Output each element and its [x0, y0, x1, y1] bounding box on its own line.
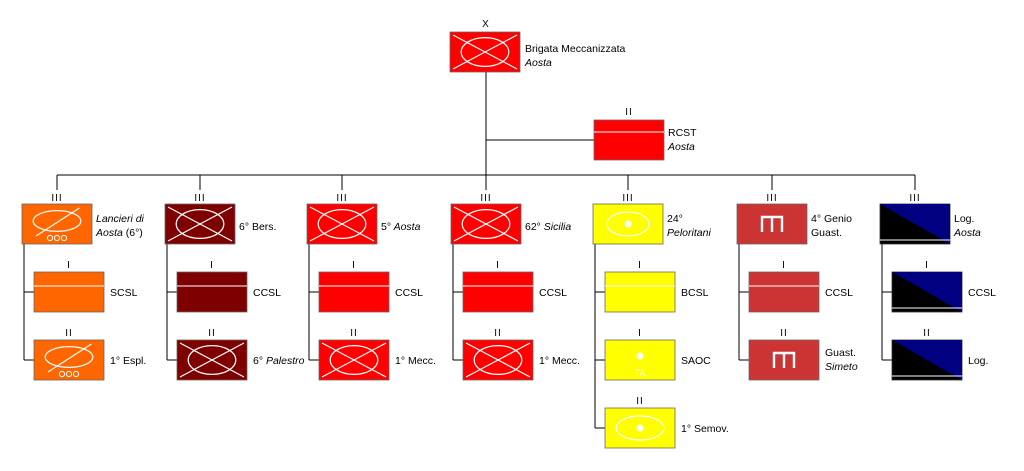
regiment-2-label: 6° Bers. [239, 221, 277, 233]
regiment-6-child-2-label: Guast.Simeto [825, 347, 858, 374]
artillery-icon [606, 211, 650, 237]
regiment-6-child-2-echelon: II [780, 328, 788, 339]
regiment-6-child-1-symbol[interactable] [748, 271, 820, 313]
self-propelled-artillery-icon [615, 415, 665, 441]
regiment-5-child-3-label: 1° Semov. [681, 423, 729, 435]
engineer-icon [772, 351, 796, 368]
regiment-4-child-1-symbol[interactable] [462, 271, 534, 313]
regiment-3-child-1-symbol[interactable] [318, 271, 390, 313]
regiment-5-child-2-label: SAOC [681, 355, 711, 367]
infantry-icon [167, 206, 233, 242]
regiment-5-symbol[interactable] [592, 203, 664, 245]
regiment-3-child-2-label: 1° Mecc. [395, 355, 436, 367]
regiment-5-echelon: III [622, 193, 633, 204]
infantry-icon [309, 206, 375, 242]
hq-unit-symbol[interactable] [593, 119, 665, 161]
brigade-symbol[interactable] [449, 31, 521, 73]
regiment-3-child-2-echelon: II [350, 328, 358, 339]
regiment-5-label: 24°Peloritani [667, 213, 711, 240]
infantry-icon [465, 342, 531, 378]
regiment-2-child-1-echelon: I [210, 260, 214, 271]
regiment-7-child-2-label: Log. [968, 355, 989, 367]
regiment-3-label: 5° Aosta [381, 221, 421, 233]
regiment-1-child-1-echelon: I [67, 260, 71, 271]
regiment-1-child-1-label: SCSL [110, 287, 138, 299]
regiment-2-child-1-symbol[interactable] [176, 271, 248, 313]
regiment-7-child-1-label: CCSL [968, 287, 997, 299]
regiment-1-child-2-label: 1° Espl. [110, 355, 147, 367]
regiment-6-child-1-echelon: I [782, 260, 786, 271]
regiment-2-child-2-echelon: II [208, 328, 216, 339]
regiment-6-child-2-symbol[interactable] [748, 339, 820, 381]
regiment-3-child-1-label: CCSL [395, 287, 424, 299]
regiment-5-child-3-symbol[interactable] [604, 407, 676, 449]
regiment-3-echelon: III [336, 193, 347, 204]
regiment-7-child-1-symbol[interactable] [891, 271, 963, 313]
regiment-1-child-2-echelon: II [65, 328, 73, 339]
regiment-3-symbol[interactable] [306, 203, 378, 245]
regiment-4-child-1-label: CCSL [539, 287, 568, 299]
brigade-echelon: X [482, 19, 490, 30]
regiment-4-child-2-symbol[interactable] [462, 339, 534, 381]
hq-unit-echelon: II [625, 107, 633, 118]
regiment-4-label: 62° Sicilia [525, 221, 572, 233]
engineer-icon [760, 215, 784, 232]
svg-text:TA: TA [635, 368, 646, 378]
infantry-icon [321, 342, 387, 378]
regiment-3-child-1-echelon: I [352, 260, 356, 271]
regiment-4-child-1-echelon: I [496, 260, 500, 271]
mechanized-infantry-icon [452, 34, 518, 70]
armored-cavalry-icon [32, 207, 82, 242]
infantry-icon [453, 206, 519, 242]
regiment-6-child-1-label: CCSL [825, 287, 854, 299]
regiment-1-child-1-symbol[interactable] [33, 271, 105, 313]
regiment-2-symbol[interactable] [164, 203, 236, 245]
regiment-7-child-1-echelon: I [925, 260, 929, 271]
regiment-5-child-2-symbol[interactable]: TA [604, 339, 676, 381]
regiment-2-child-1-label: CCSL [253, 287, 282, 299]
regiment-5-child-3-echelon: II [636, 396, 644, 407]
armored-cavalry-icon [44, 343, 94, 378]
regiment-4-echelon: III [480, 193, 491, 204]
infantry-icon [179, 342, 245, 378]
regiment-1-symbol[interactable] [21, 203, 93, 245]
regiment-2-child-2-label: 6° Palestro [253, 355, 305, 367]
regiment-7-echelon: III [909, 193, 920, 204]
regiment-7-child-2-echelon: II [923, 328, 931, 339]
regiment-6-echelon: III [766, 193, 777, 204]
regiment-1-child-2-symbol[interactable] [33, 339, 105, 381]
regiment-4-symbol[interactable] [450, 203, 522, 245]
regiment-5-child-1-symbol[interactable] [604, 271, 676, 313]
regiment-1-echelon: III [51, 193, 62, 204]
regiment-5-child-2-echelon: I [638, 328, 642, 339]
regiment-7-child-2-symbol[interactable] [891, 339, 963, 381]
regiment-7-label: Log.Aosta [954, 213, 981, 240]
regiment-7-symbol[interactable] [879, 203, 951, 245]
regiment-5-child-1-echelon: I [638, 260, 642, 271]
regiment-4-child-2-echelon: II [494, 328, 502, 339]
regiment-4-child-2-label: 1° Mecc. [539, 355, 580, 367]
regiment-2-child-2-symbol[interactable] [176, 339, 248, 381]
regiment-6-symbol[interactable] [736, 203, 808, 245]
regiment-5-child-1-label: BCSL [681, 287, 709, 299]
target-acquisition-icon: TA [635, 352, 646, 378]
regiment-2-echelon: III [194, 193, 205, 204]
regiment-3-child-2-symbol[interactable] [318, 339, 390, 381]
